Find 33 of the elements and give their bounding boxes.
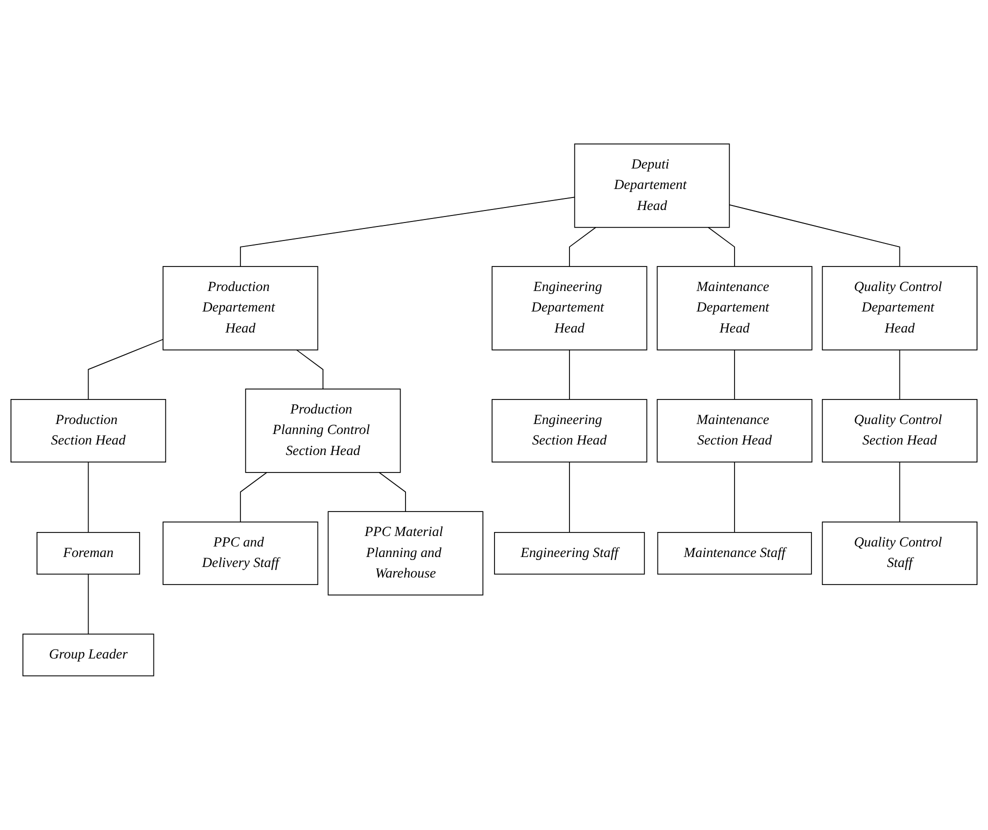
node-box: Maintenance Departement Head: [656, 266, 812, 350]
connector: [899, 462, 900, 523]
node-box: Quality Control Staff: [822, 522, 978, 586]
connector: [88, 462, 89, 533]
connector: [240, 472, 268, 523]
connector: [378, 472, 406, 512]
node-box: Quality Control Departement Head: [822, 266, 978, 350]
node-box: Engineering Departement Head: [492, 266, 648, 350]
node-box: Maintenance Staff: [657, 532, 812, 575]
node-box: Quality Control Section Head: [822, 399, 978, 463]
node-box: Production Section Head: [10, 399, 166, 463]
node-box: PPC and Delivery Staff: [162, 522, 318, 586]
connector: [569, 462, 570, 533]
connector: [296, 350, 324, 390]
node-box: PPC Material Planning and Warehouse: [328, 511, 484, 596]
connector: [734, 462, 735, 533]
connector: [88, 574, 89, 635]
node-box: Group Leader: [22, 634, 154, 676]
connector: [734, 350, 735, 400]
node-box: Production Departement Head: [162, 266, 318, 350]
connector: [88, 339, 164, 400]
connector: [728, 204, 900, 268]
node-box: Engineering Section Head: [492, 399, 648, 463]
node-box: Maintenance Section Head: [656, 399, 812, 463]
connector: [899, 350, 900, 400]
connector: [569, 350, 570, 400]
connector: [569, 227, 596, 268]
node-box: Foreman: [36, 532, 140, 575]
node-box: Production Planning Control Section Head: [245, 388, 401, 473]
connector: [240, 196, 576, 268]
connector: [708, 227, 735, 268]
node-box: Engineering Staff: [494, 532, 645, 575]
node-box: Deputi Departement Head: [574, 144, 730, 228]
